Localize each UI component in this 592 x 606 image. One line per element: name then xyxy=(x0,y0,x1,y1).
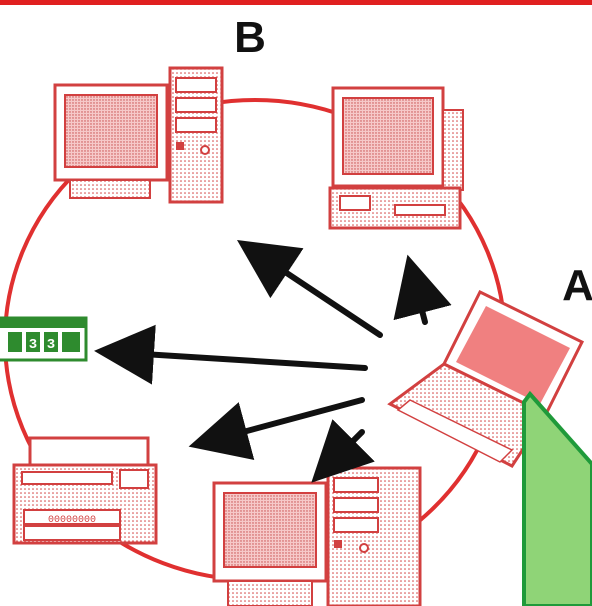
computer-bottom-icon xyxy=(212,466,422,606)
green-callout-shape xyxy=(522,390,592,606)
printer-tray-pattern: 00000000 xyxy=(48,515,96,526)
computer-b-icon xyxy=(53,66,224,204)
arrows-group xyxy=(94,240,452,483)
switch-digit-2: 3 xyxy=(47,337,55,353)
arrow-to-b xyxy=(237,240,383,338)
arrow-to-bottom-computer xyxy=(311,419,375,483)
laptop-a-icon xyxy=(387,289,585,468)
arrow-to-switch xyxy=(94,324,368,385)
arrow-to-top-right xyxy=(393,254,452,325)
top-border xyxy=(0,0,592,5)
label-a: A xyxy=(562,261,592,310)
label-b: B xyxy=(234,13,266,62)
arrow-to-printer xyxy=(188,397,365,461)
network-switch-icon: 3 3 xyxy=(0,316,88,362)
printer-icon: 00000000 xyxy=(12,436,158,545)
switch-digit-1: 3 xyxy=(29,337,37,353)
computer-top-right-icon xyxy=(328,86,464,230)
